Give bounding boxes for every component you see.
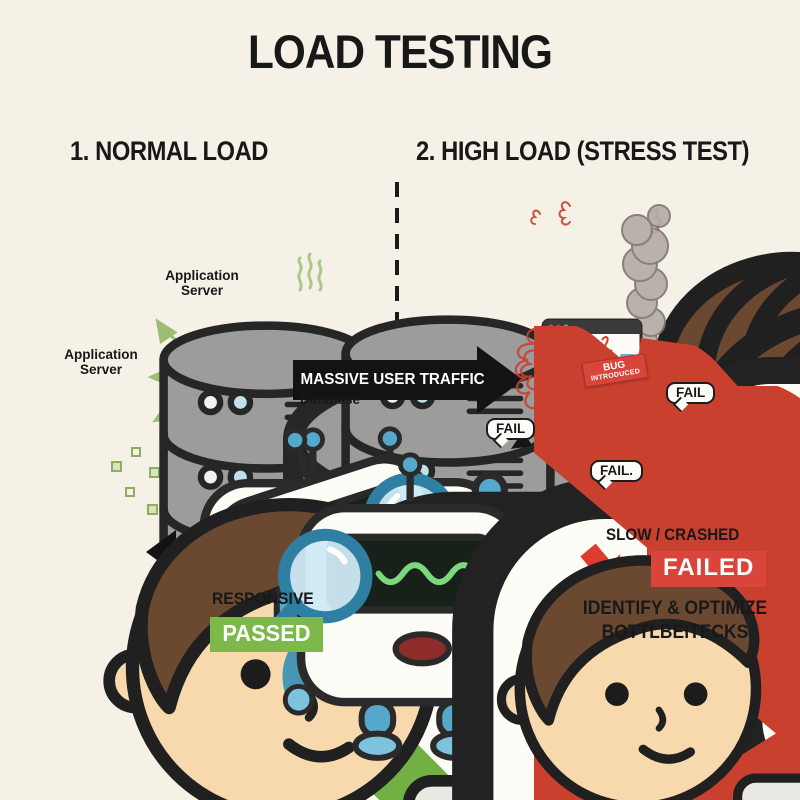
section-heading-normal-load: 1. NORMAL LOAD xyxy=(70,136,269,166)
identify-line1: IDENTIFY & OPTIMIZE xyxy=(582,598,768,619)
fail-speech-bubble: FAIL xyxy=(666,382,716,404)
error-squiggle xyxy=(601,336,613,353)
massive-traffic-arrow xyxy=(293,346,523,414)
fail-speech-bubble: FAIL. xyxy=(590,460,643,482)
identify-line2: BOTTLBEITECKS xyxy=(601,622,749,643)
identify-optimize-label: IDENTIFY & OPTIMIZE BOTTLBEITECKS xyxy=(577,597,774,645)
smoke-icon xyxy=(621,204,671,384)
label-database: Database xyxy=(300,392,361,407)
section-heading-high-load: 2. HIGH LOAD (STRESS TEST) xyxy=(416,136,750,166)
responsive-label: RESPONSIVE xyxy=(212,589,314,608)
passed-badge: PASSED xyxy=(210,617,323,652)
massive-traffic-label: MASSIVE USER TRAFFIC xyxy=(300,371,485,388)
page-title: LOAD TESTING xyxy=(247,25,553,78)
slow-crashed-label: SLOW / CRASHED xyxy=(606,526,740,544)
fail-speech-bubble: FAIL xyxy=(486,418,536,440)
stress-test-scene xyxy=(267,201,800,800)
label-application-server-left: Application Server xyxy=(64,347,138,377)
normal-load-scene xyxy=(43,252,800,800)
steam-icon xyxy=(297,252,323,292)
failed-badge: FAILED xyxy=(651,551,767,587)
label-application-server-top: Application Server xyxy=(165,268,239,298)
